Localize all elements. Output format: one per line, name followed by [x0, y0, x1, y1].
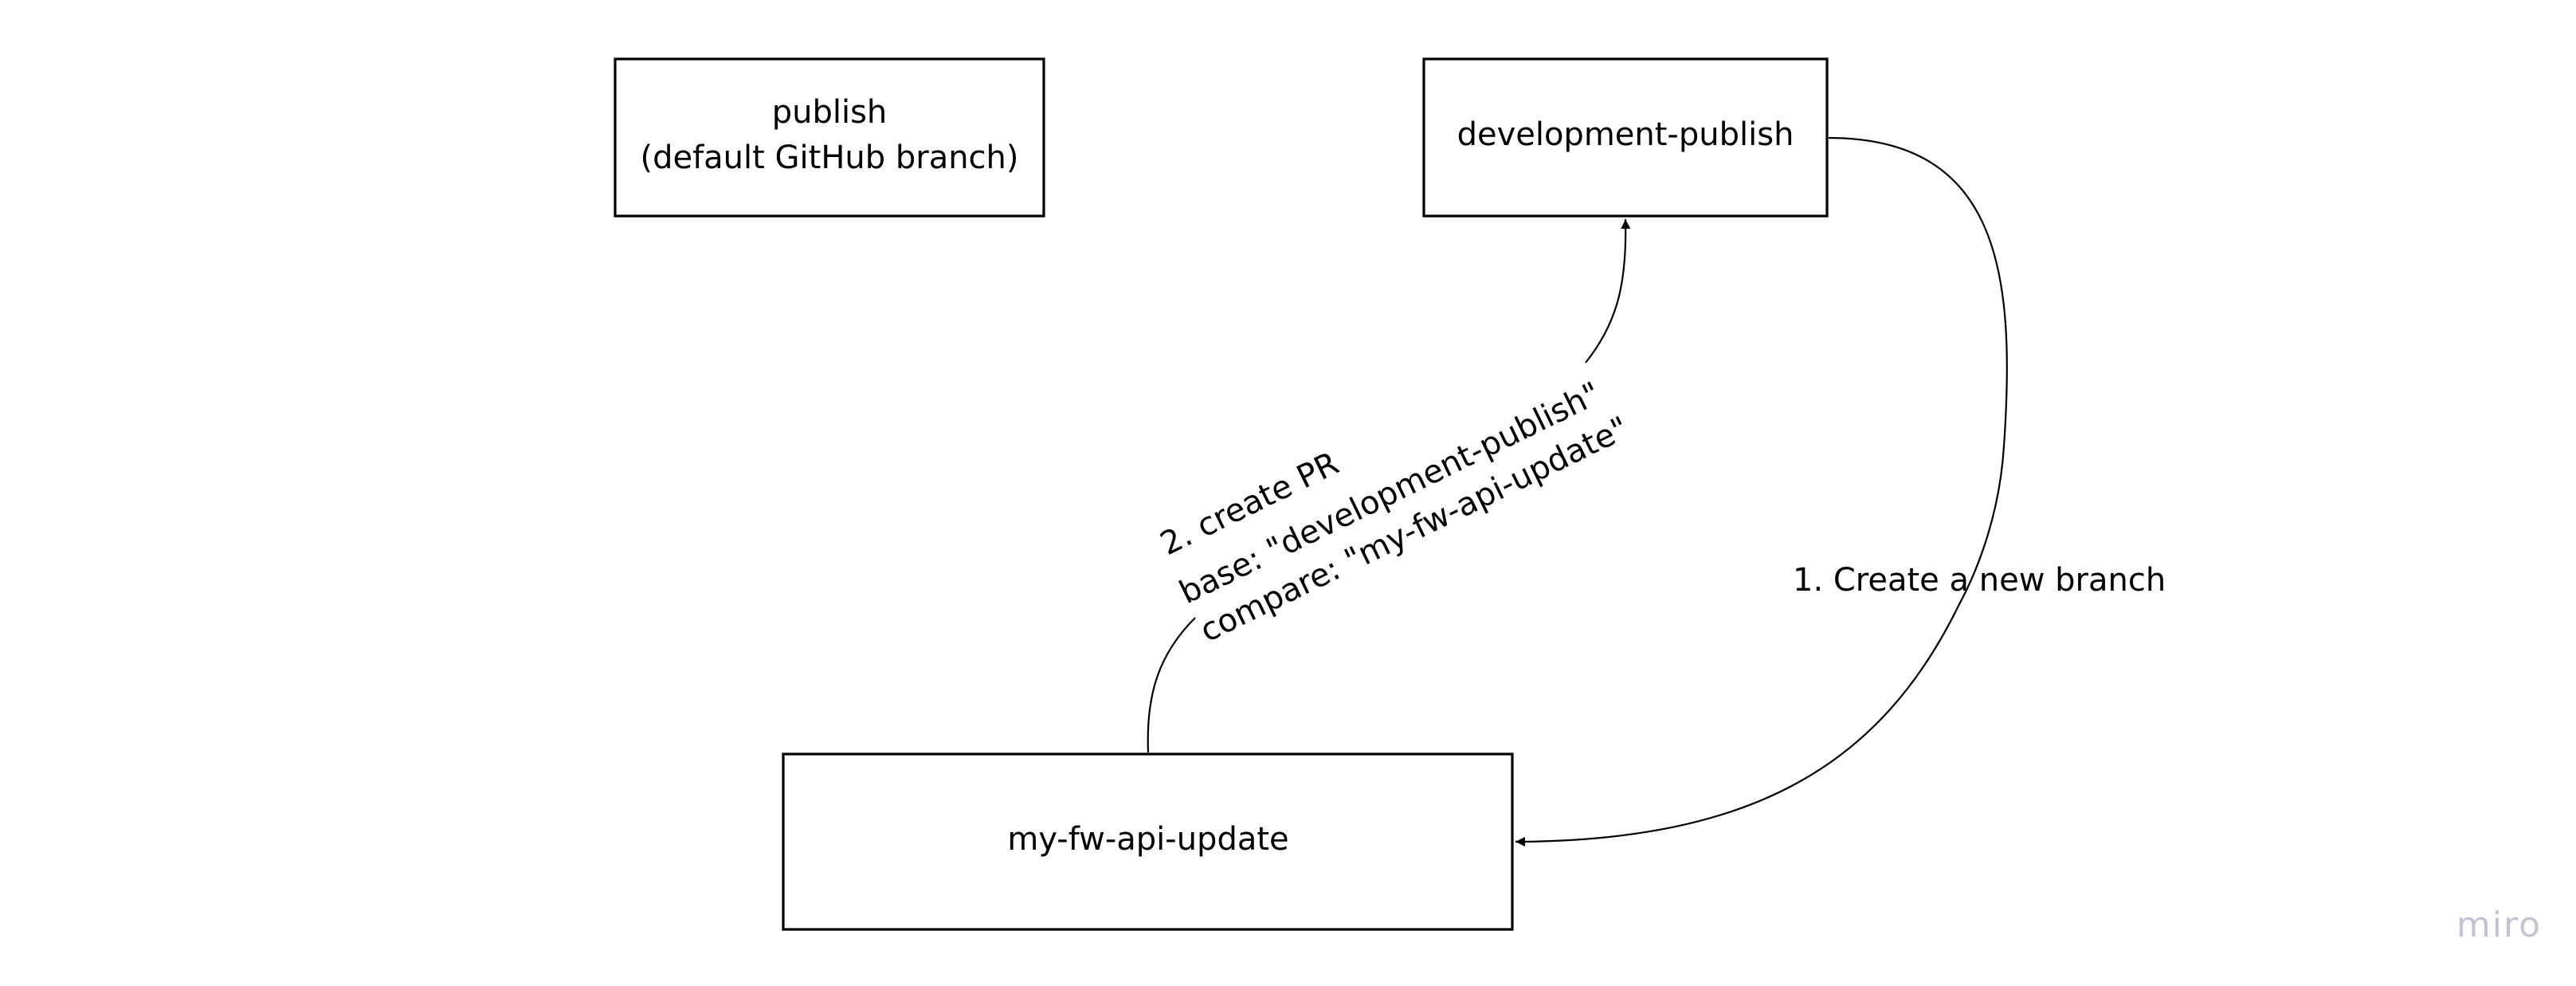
- edge-create-branch-lower-curve: [1515, 605, 1959, 847]
- node-publish-title: publish: [772, 94, 888, 131]
- node-my-fw-api-update-box: [782, 752, 1514, 931]
- edge-create-branch[interactable]: 1. Create a new branch: [1515, 136, 2166, 847]
- node-my-fw-api-update[interactable]: my-fw-api-update: [782, 752, 1514, 931]
- node-publish[interactable]: publish (default GitHub branch): [614, 57, 1045, 218]
- node-my-fw-api-update-label: my-fw-api-update: [1007, 821, 1288, 858]
- node-development-publish-box: [1422, 57, 1829, 218]
- edge-create-branch-label: 1. Create a new branch: [1793, 562, 2166, 599]
- edge-create-pr-upper-curve: [1585, 218, 1631, 363]
- node-development-publish-label: development-publish: [1457, 116, 1794, 153]
- node-development-publish[interactable]: development-publish: [1422, 57, 1829, 218]
- edge-create-branch-upper-curve: [1828, 136, 2008, 607]
- node-publish-box: [614, 57, 1045, 218]
- edge-create-pr-lower-curve: [1147, 617, 1196, 753]
- edge-create-pr[interactable]: 2. create PR base: "development-publish"…: [1147, 218, 1635, 753]
- miro-watermark: miro: [2456, 905, 2542, 945]
- edge-create-pr-label-line3: compare: "my-fw-api-update": [1194, 410, 1634, 650]
- node-publish-subtitle: (default GitHub branch): [640, 139, 1018, 176]
